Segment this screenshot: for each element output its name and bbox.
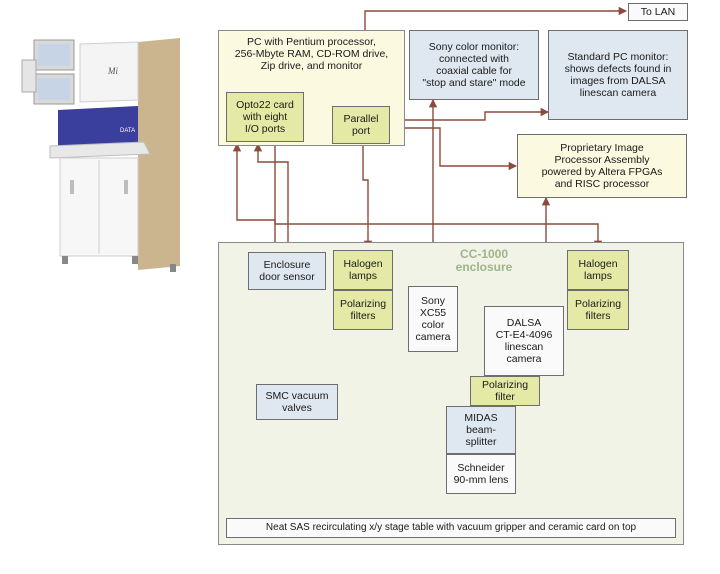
wire-lamps-right — [274, 144, 603, 250]
parallel-port: Parallel port — [332, 106, 390, 144]
enclosure-title: CC-1000 enclosure — [455, 247, 513, 274]
cc-1000-machine-illustration: DATA Mi — [21, 38, 180, 272]
wire-parallel-to-lamps — [362, 144, 373, 250]
standard-pc-monitor: Standard PC monitor: shows defects found… — [548, 30, 688, 120]
smc-vacuum-valves: SMC vacuum valves — [256, 384, 338, 420]
svg-text:Mi: Mi — [107, 66, 118, 76]
pc-label: PC with Pentium processor, 256-Mbyte RAM… — [234, 36, 389, 72]
wire-pc-to-processor — [405, 127, 518, 171]
svg-text:DATA: DATA — [120, 128, 135, 134]
opto22-card: Opto22 card with eight I/O ports — [226, 92, 304, 142]
polarizing-filters-left: Polarizing filters — [333, 290, 393, 330]
halogen-lamps-right: Halogen lamps — [567, 250, 629, 290]
stage-table: Neat SAS recirculating x/y stage table w… — [226, 518, 676, 538]
schneider-lens: Schneider 90-mm lens — [446, 454, 516, 494]
sony-color-monitor: Sony color monitor: connected with coaxi… — [409, 30, 539, 100]
wire-pc-to-monitor — [405, 107, 550, 121]
image-processor-assembly: Proprietary Image Processor Assembly pow… — [517, 134, 687, 198]
polarizing-filters-right: Polarizing filters — [567, 290, 629, 330]
sony-xc55-camera: Sony XC55 color camera — [408, 286, 458, 352]
midas-beam-splitter: MIDAS beam- splitter — [446, 406, 516, 454]
wire-pc-to-lan — [364, 6, 628, 30]
to-lan: To LAN — [628, 3, 688, 21]
halogen-lamps-left: Halogen lamps — [333, 250, 393, 290]
enclosure-door-sensor: Enclosure door sensor — [248, 252, 326, 290]
polarizing-filter-center: Polarizing filter — [470, 376, 540, 406]
wire-door-sensor — [253, 142, 289, 252]
dalsa-linescan-camera: DALSA CT-E4-4096 linescan camera — [484, 306, 564, 376]
